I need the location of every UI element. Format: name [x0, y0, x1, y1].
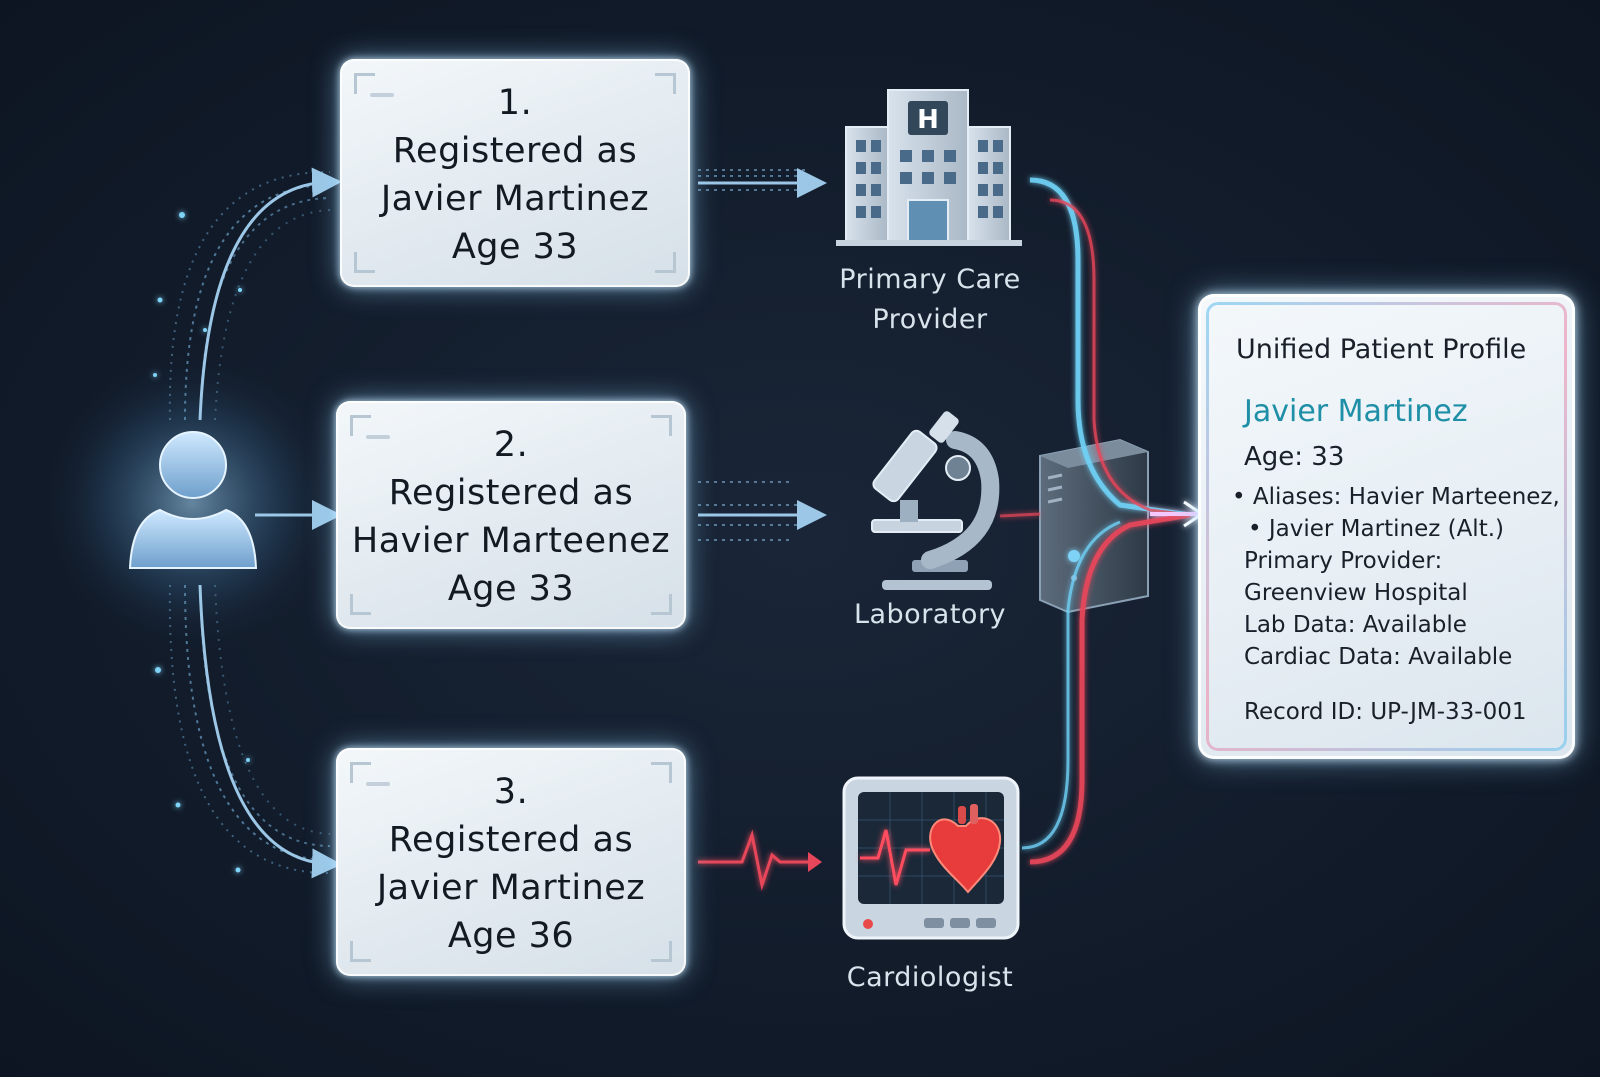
record-registered-label: Registered as	[388, 820, 634, 860]
person-icon	[128, 431, 258, 569]
profile-record-id: Record ID: UP-JM-33-001	[1244, 699, 1527, 725]
record-number: 1.	[497, 83, 533, 123]
record-age: Age 36	[447, 916, 575, 956]
unified-profile-card: Unified Patient Profile Javier Martinez …	[1198, 294, 1575, 759]
person-arrows	[198, 167, 342, 879]
laboratory-label: Laboratory	[853, 599, 1007, 630]
sparkle-dots	[153, 212, 250, 873]
profile-title: Unified Patient Profile	[1236, 334, 1527, 365]
record-name: Javier Martinez	[380, 179, 650, 219]
profile-name: Javier Martinez	[1244, 394, 1468, 429]
registration-card-1: 1. Registered as Javier Martinez Age 33	[340, 59, 690, 287]
microscope-icon	[871, 411, 1000, 590]
profile-lab-data: Lab Data: Available	[1244, 612, 1467, 638]
primary-care-line1: Primary Care	[839, 264, 1021, 295]
person-glow	[42, 352, 342, 652]
record-registered-label: Registered as	[388, 473, 634, 513]
record-registered-label: Registered as	[392, 131, 638, 171]
cardiologist-label: Cardiologist	[846, 962, 1014, 993]
hospital-sign: H	[917, 105, 939, 135]
person-flow-lines	[168, 170, 331, 875]
profile-primary-provider-value: Greenview Hospital	[1244, 580, 1468, 606]
data-flow-lines	[999, 177, 1205, 865]
hospital-icon: H	[836, 89, 1022, 246]
primary-care-label: Primary Care Provider	[810, 260, 1050, 340]
record-name: Javier Martinez	[376, 868, 646, 908]
record-name: Havier Marteenez	[351, 521, 671, 561]
heart-monitor-icon	[842, 776, 1020, 940]
server-icon	[1039, 438, 1149, 614]
profile-aliases-line2: • Javier Martinez (Alt.)	[1248, 516, 1505, 542]
profile-cardiac-data: Cardiac Data: Available	[1244, 644, 1513, 670]
profile-aliases-line1: • Aliases: Havier Marteenez,	[1232, 484, 1560, 510]
heartbeat-arrow	[698, 829, 815, 891]
record-age: Age 33	[447, 569, 575, 609]
card-to-provider-arrows	[698, 168, 827, 891]
record-number: 2.	[493, 425, 529, 465]
registration-card-3: 3. Registered as Javier Martinez Age 36	[336, 748, 686, 976]
primary-care-line2: Provider	[872, 304, 988, 335]
profile-age: Age: 33	[1244, 442, 1345, 472]
registration-card-2: 2. Registered as Havier Marteenez Age 33	[336, 401, 686, 629]
record-number: 3.	[493, 772, 529, 812]
record-age: Age 33	[451, 227, 579, 267]
profile-primary-provider-label: Primary Provider:	[1244, 548, 1443, 574]
